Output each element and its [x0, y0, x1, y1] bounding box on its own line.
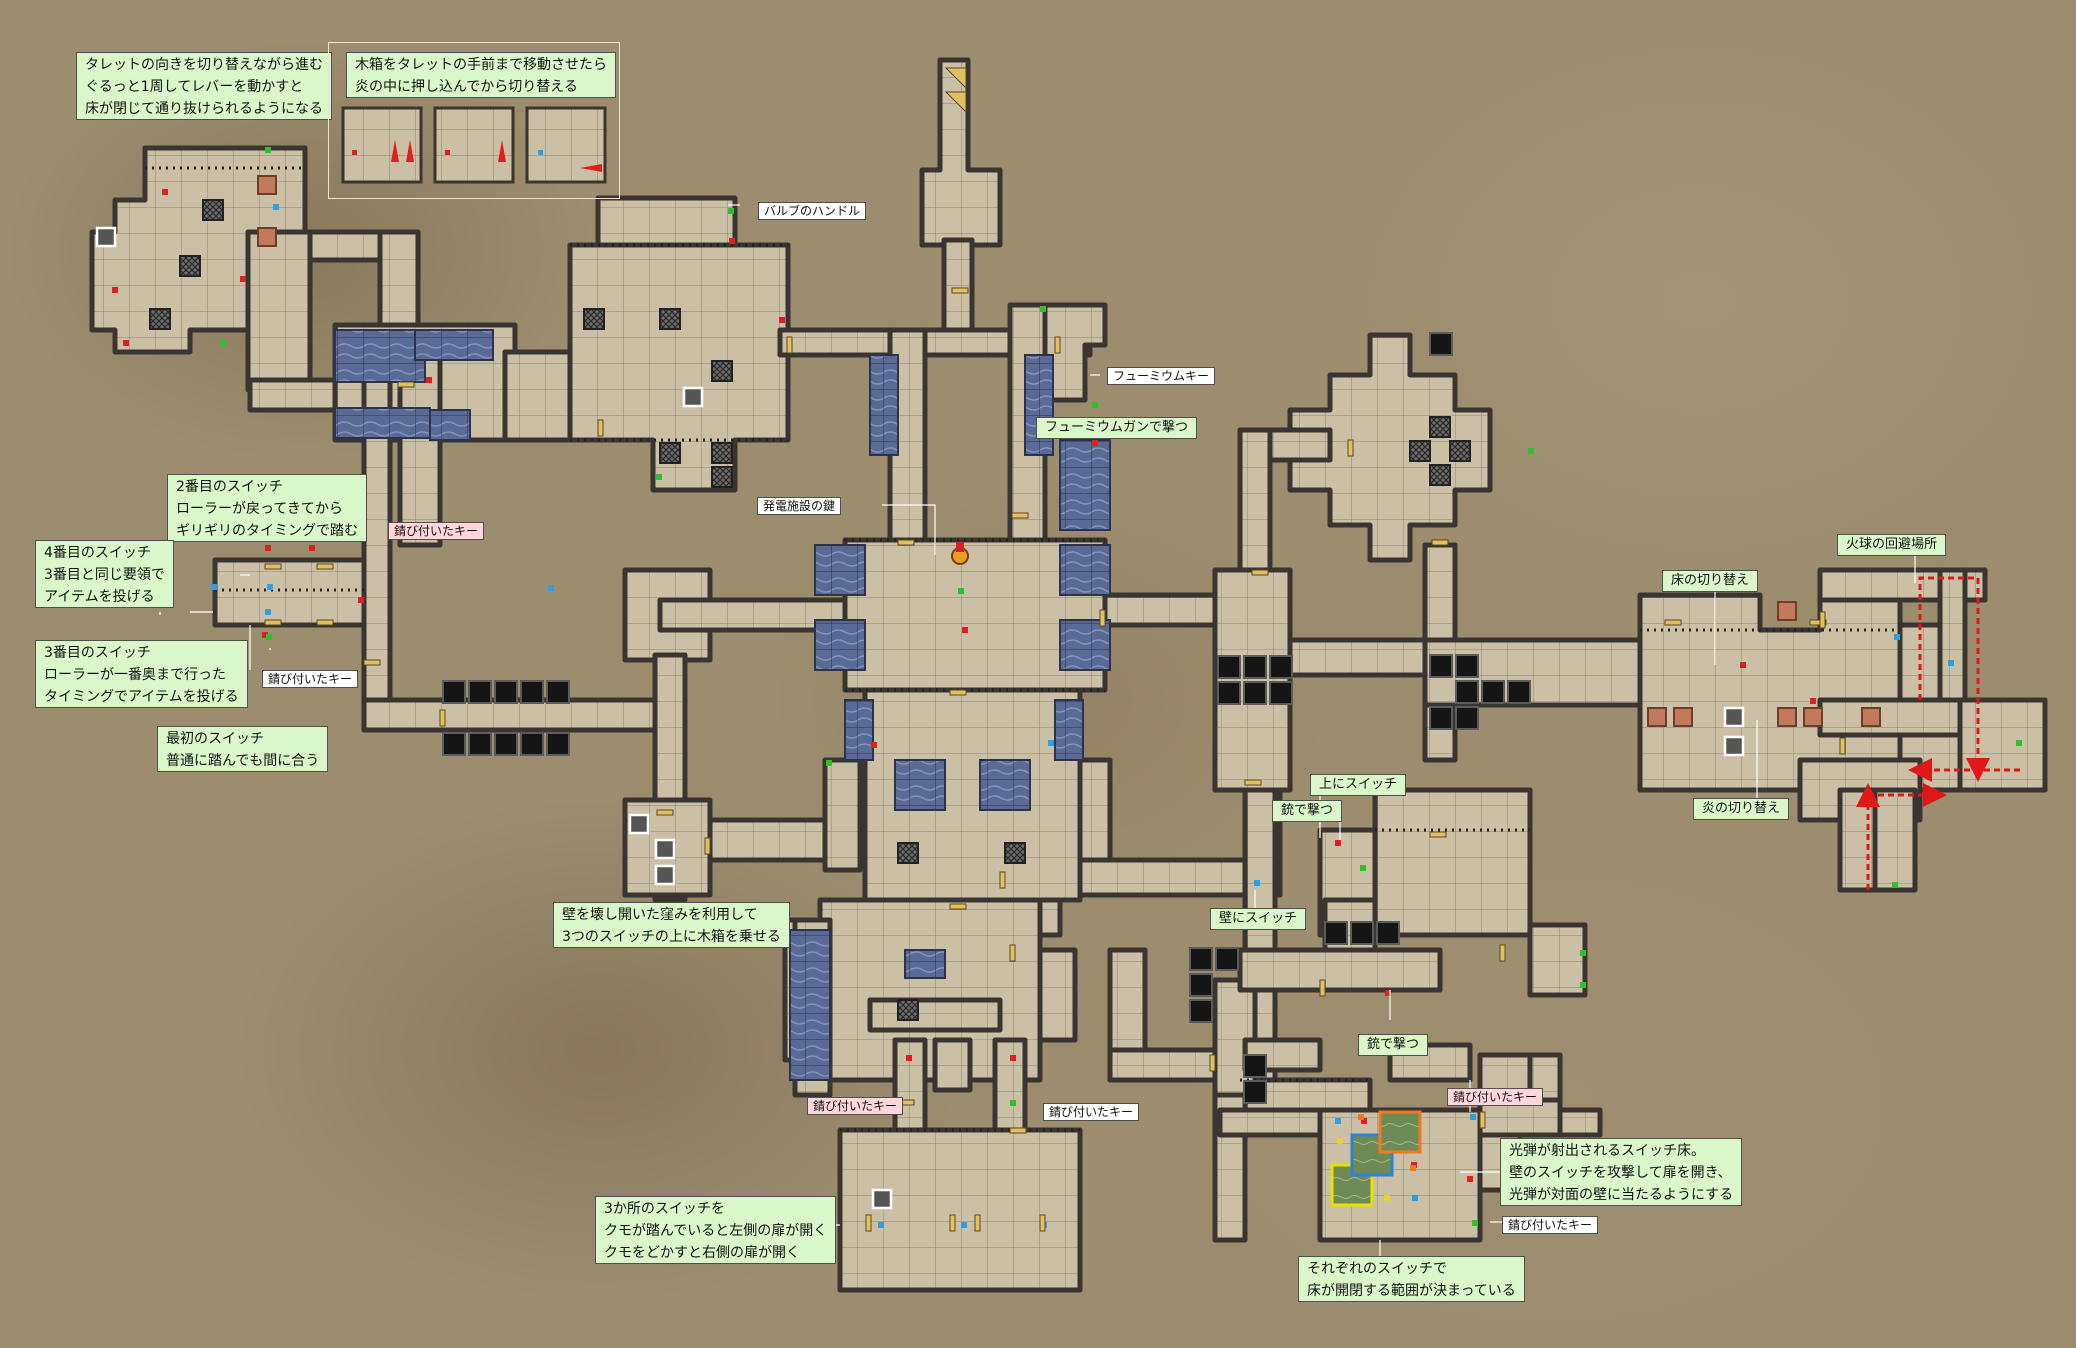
tag-fire-switch: 炎の切り替え: [1693, 798, 1790, 820]
tag-rusty-key-1: 錆び付いたキー: [388, 522, 485, 540]
note-switch4: 4番目のスイッチ 3番目と同じ要領で アイテムを投げる: [35, 540, 174, 608]
note-wall-crates: 壁を壊し開いた窪みを利用して 3つのスイッチの上に木箱を乗せる: [553, 902, 790, 948]
water-layer: [334, 329, 1111, 1081]
tag-rusty-key-6: 錆び付いたキー: [1502, 1216, 1599, 1234]
note-light-bullet: 光弾が射出されるスイッチ床。 壁のスイッチを攻撃して扉を開き、 光弾が対面の壁に…: [1500, 1138, 1743, 1206]
tag-fumium-key: フューミウムキー: [1107, 367, 1216, 385]
tag-shoot-gun-1: 銃で撃つ: [1272, 800, 1343, 822]
wall-details: [145, 166, 1900, 1132]
route-arrows: [1856, 576, 2020, 890]
switch-regions: [1330, 1110, 1422, 1207]
tag-valve-handle: バルブのハンドル: [758, 202, 867, 220]
tag-shoot-gun-2: 銃で撃つ: [1358, 1034, 1429, 1056]
generator-icon: [951, 542, 969, 565]
tag-rusty-key-4: 錆び付いたキー: [1043, 1103, 1140, 1121]
fire-tiles: [257, 175, 1881, 727]
switch-dots: [112, 147, 2022, 1228]
tag-switch-above: 上にスイッチ: [1310, 774, 1407, 796]
tag-fumium-gun: フューミウムガンで撃つ: [1036, 417, 1198, 439]
crate-turret-panel: [328, 42, 620, 199]
note-switch3: 3番目のスイッチ ローラーが一番奥まで行った タイミングでアイテムを投げる: [35, 640, 248, 708]
stairs: [944, 67, 967, 114]
tag-rusty-key-3: 錆び付いたキー: [807, 1097, 904, 1115]
note-switch1: 最初のスイッチ 普通に踏んでも間に合う: [157, 726, 329, 772]
tag-wall-switch: 壁にスイッチ: [1210, 908, 1307, 930]
tag-power-key: 発電施設の鍵: [757, 497, 842, 515]
note-each-switch: それぞれのスイッチで 床が開閉する範囲が決まっている: [1298, 1256, 1525, 1302]
pit-layer: [442, 332, 1531, 1104]
tag-rusty-key-5: 錆び付いたキー: [1447, 1088, 1544, 1106]
turret-insets: [341, 106, 607, 184]
tag-fireball-spot: 火球の回避場所: [1837, 534, 1947, 556]
tag-floor-switch: 床の切り替え: [1662, 570, 1759, 592]
note-turret-route: タレットの向きを切り替えながら進む ぐるっと1周してレバーを動かすと 床が閉じて…: [76, 52, 332, 120]
note-three-switches: 3か所のスイッチを クモが踏んでいると左側の扉が開く クモをどかすと右側の扉が開…: [595, 1196, 837, 1264]
note-crate-turret: 木箱をタレットの手前まで移動させたら 炎の中に押し込んでから切り替える: [346, 52, 616, 98]
note-switch2: 2番目のスイッチ ローラーが戻ってきてから ギリギリのタイミングで踏む: [167, 474, 367, 542]
tag-rusty-key-2: 錆び付いたキー: [262, 670, 359, 688]
